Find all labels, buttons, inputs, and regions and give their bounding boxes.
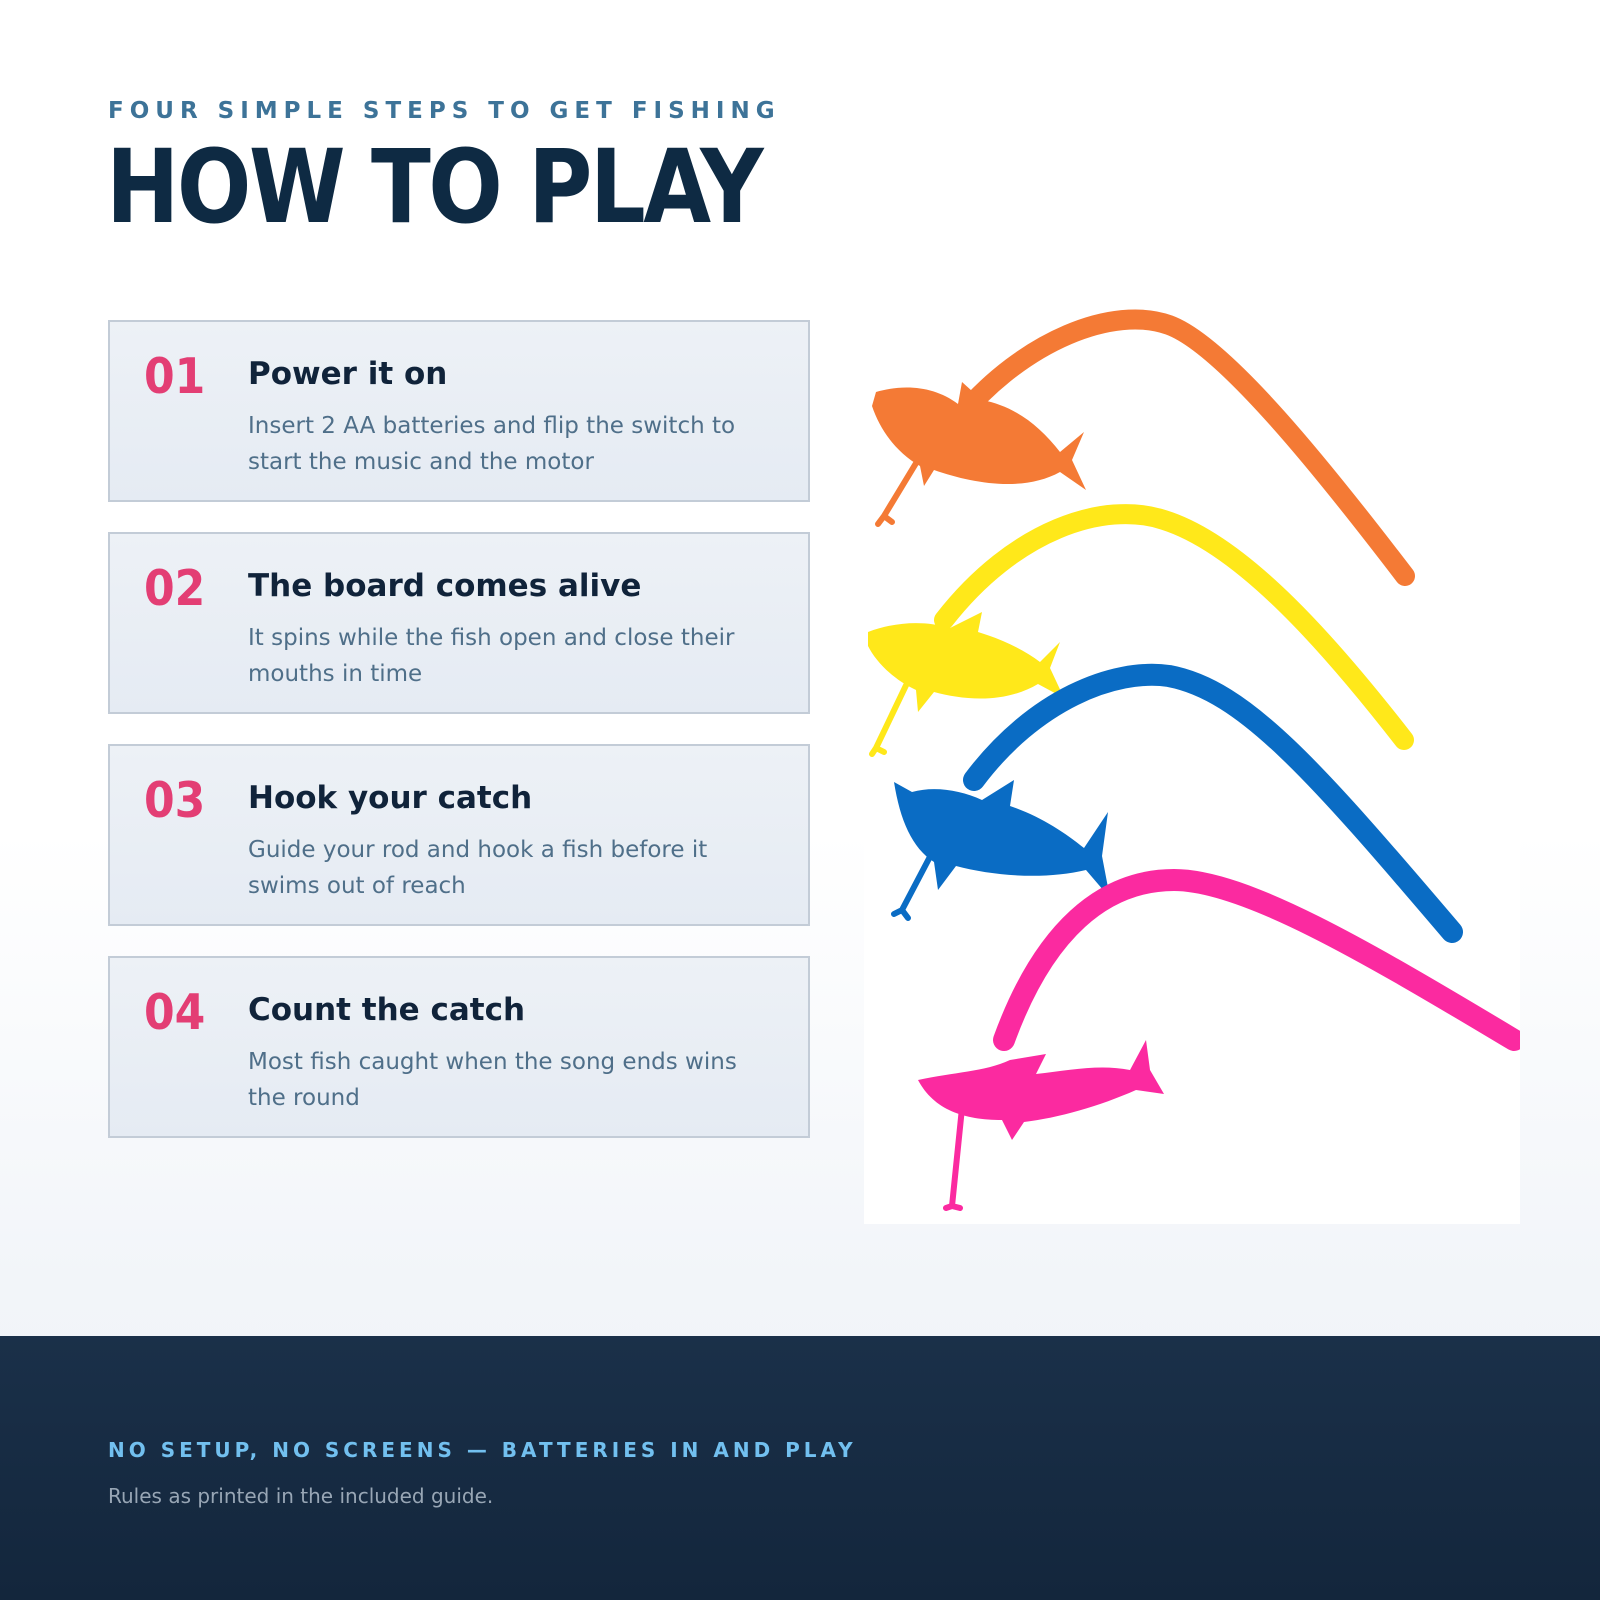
footer-banner: NO SETUP, NO SCREENS — BATTERIES IN AND … xyxy=(0,1336,1600,1600)
step-number: 04 xyxy=(144,984,206,1041)
fishing-rods-illustration xyxy=(868,309,1520,1211)
shark-body xyxy=(894,780,1110,898)
step-number: 03 xyxy=(144,772,206,829)
step-description: Guide your rod and hook a fish before it… xyxy=(248,837,708,899)
step-description: Most fish caught when the song ends wins… xyxy=(248,1049,737,1111)
blue-rod xyxy=(891,663,1463,943)
step-title: Hook your catch xyxy=(248,780,533,816)
shark-body xyxy=(872,382,1086,490)
footer-note: Rules as printed in the included guide. xyxy=(108,1484,494,1508)
product-photo xyxy=(864,300,1520,1224)
shark-body xyxy=(868,612,1064,712)
footer-headline: NO SETUP, NO SCREENS — BATTERIES IN AND … xyxy=(108,1438,857,1462)
orange-rod xyxy=(872,309,1415,586)
rod-shaft xyxy=(949,309,1415,586)
rod-shaft xyxy=(993,868,1520,1051)
step-title: Count the catch xyxy=(248,992,526,1028)
step-description: It spins while the fish open and close t… xyxy=(248,625,735,687)
rod-line-hook xyxy=(875,447,927,527)
shark-body xyxy=(918,1040,1164,1140)
step-card-2: 02 The board comes alive It spins while … xyxy=(108,532,810,714)
step-card-1: 01 Power it on Insert 2 AA batteries and… xyxy=(108,320,810,502)
step-number: 02 xyxy=(144,560,206,617)
page-title: HOW TO PLAY xyxy=(106,128,764,247)
step-description: Insert 2 AA batteries and flip the switc… xyxy=(248,413,736,475)
step-card-4: 04 Count the catch Most fish caught when… xyxy=(108,956,810,1138)
step-card-3: 03 Hook your catch Guide your rod and ho… xyxy=(108,744,810,926)
rod-shaft xyxy=(963,663,1463,943)
eyebrow-text: FOUR SIMPLE STEPS TO GET FISHING xyxy=(108,98,781,124)
step-title: The board comes alive xyxy=(248,568,642,604)
pink-rod xyxy=(918,868,1520,1211)
step-title: Power it on xyxy=(248,356,448,392)
step-number: 01 xyxy=(144,348,206,405)
yellow-rod xyxy=(868,504,1414,757)
rod-shaft xyxy=(934,504,1414,750)
rod-line-hook xyxy=(943,1105,965,1211)
